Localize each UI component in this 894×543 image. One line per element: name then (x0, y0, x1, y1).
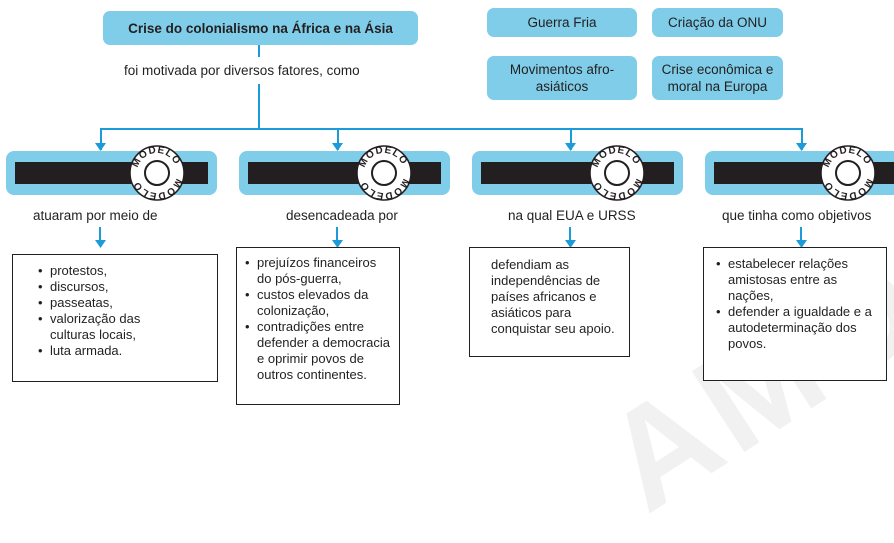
branch-content-2: prejuízos financeiros do pós-guerra, cus… (236, 247, 400, 405)
modelo-stamp-4: MODELO MODELO (820, 145, 876, 201)
list-item: discursos, (38, 279, 209, 295)
modelo-stamp-2: MODELO MODELO (356, 145, 412, 201)
list-item: passeatas, (38, 295, 209, 311)
list-item: contradições entre defender a democracia… (245, 319, 393, 383)
central-subtitle: foi motivada por diversos fatores, como (124, 63, 360, 78)
central-connector (258, 45, 260, 57)
list-item: luta armada. (38, 343, 209, 359)
trunk-line (258, 84, 260, 129)
central-title: Crise do colonialismo na África e na Ási… (128, 20, 393, 36)
list-item: protestos, (38, 263, 209, 279)
factor-label: Criação da ONU (667, 15, 768, 30)
factor-label: Movimentos afro-asiáticos (509, 62, 615, 94)
branch-horizontal-line (100, 128, 802, 130)
branch-connector-4: que tinha como objetivos (722, 208, 872, 223)
branch-connector-3: na qual EUA e URSS (508, 208, 636, 223)
modelo-stamp-1: MODELO MODELO (129, 145, 185, 201)
redacted-bar-2 (248, 162, 441, 184)
branch-drop-4 (801, 128, 803, 150)
branch-drop-3 (570, 128, 572, 150)
factor-box-crise: Crise econômica e moral na Europa (652, 56, 783, 100)
branch-content-4: estabelecer relações amistosas entre as … (703, 247, 887, 381)
factor-box-guerra-fria: Guerra Fria (487, 8, 637, 37)
factor-label: Crise econômica e moral na Europa (661, 62, 774, 94)
list-item: prejuízos financeiros do pós-guerra, (245, 255, 393, 287)
branch-text: defendiam as independências de países af… (491, 257, 615, 336)
list-item: estabelecer relações amistosas entre as … (716, 256, 878, 304)
factor-box-onu: Criação da ONU (652, 8, 783, 37)
modelo-stamp-3: MODELO MODELO (589, 145, 645, 201)
factor-box-movimentos: Movimentos afro-asiáticos (487, 56, 637, 100)
branch-connector-1: atuaram por meio de (33, 208, 158, 223)
branch-connector-2: desencadeada por (286, 208, 398, 223)
list-item: valorização das culturas locais, (38, 311, 209, 343)
branch-drop-1 (100, 128, 102, 150)
factor-label: Guerra Fria (527, 15, 597, 30)
branch-drop-2 (337, 128, 339, 150)
branch-content-1: protestos, discursos, passeatas, valoriz… (12, 254, 218, 382)
arrow-down-icon (95, 240, 106, 248)
list-item: defender a igualdade e a autodeterminaçã… (716, 304, 878, 352)
redacted-bar-3 (481, 162, 674, 184)
list-item: custos elevados da colonização, (245, 287, 393, 319)
central-title-box: Crise do colonialismo na África e na Ási… (103, 11, 418, 45)
branch-content-3: defendiam as independências de países af… (469, 247, 630, 357)
